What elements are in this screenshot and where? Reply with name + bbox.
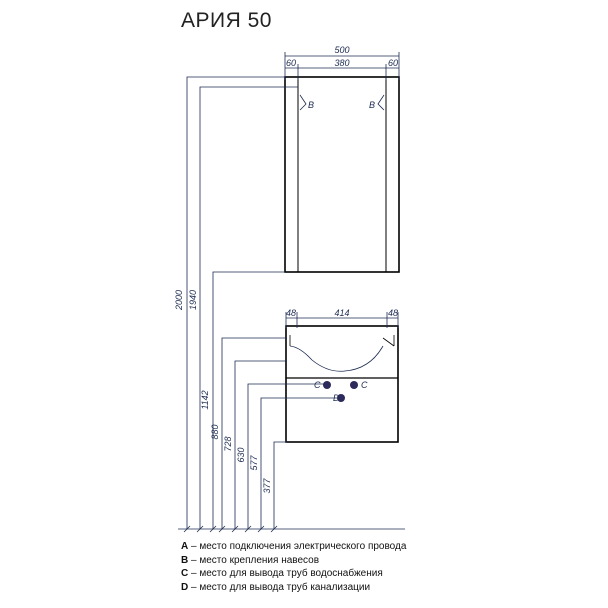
height-line-377 — [273, 441, 287, 529]
height-line-630 — [247, 383, 324, 529]
height-line-880 — [221, 337, 287, 529]
marker-d-dot — [337, 394, 345, 402]
marker-b-right: B — [369, 100, 375, 110]
wall-cabinet — [284, 76, 400, 273]
marker-c-left: C — [314, 380, 321, 390]
legend-item-b: B – место крепления навесов — [181, 554, 320, 566]
height-577: 577 — [249, 455, 259, 471]
marker-c-right: C — [361, 380, 368, 390]
height-1940: 1940 — [188, 290, 198, 310]
dim-cabinet-left: 60 — [286, 58, 296, 68]
marker-b-left: B — [308, 100, 314, 110]
height-377: 377 — [262, 478, 272, 494]
legend: A – место подключения электрического про… — [181, 540, 406, 594]
legend-item-c: C – место для вывода труб водоснабжения — [181, 568, 383, 579]
dim-vanity-right: 48 — [388, 308, 398, 318]
basin-rim — [382, 337, 395, 347]
floor-ticks — [183, 525, 278, 533]
legend-item-d: D – место для вывода труб канализации — [181, 581, 371, 593]
height-880: 880 — [210, 424, 220, 439]
height-line-2000 — [186, 76, 285, 529]
hanger-right-icon — [377, 94, 385, 111]
height-630: 630 — [236, 447, 246, 462]
diagram-title: АРИЯ 50 — [181, 9, 272, 32]
dim-vanity-left: 48 — [286, 308, 296, 318]
height-line-1940 — [199, 86, 298, 529]
height-line-577 — [260, 397, 337, 529]
height-2000: 2000 — [174, 290, 184, 311]
legend-item-a: A – место подключения электрического про… — [181, 541, 407, 552]
dim-cabinet-middle: 380 — [334, 58, 349, 68]
marker-c-right-dot — [350, 381, 358, 389]
dim-cabinet-right: 60 — [388, 58, 398, 68]
height-1142: 1142 — [200, 390, 210, 409]
height-line-1142 — [212, 271, 285, 529]
hanger-left-icon — [299, 94, 307, 111]
height-line-728 — [234, 360, 287, 529]
marker-c-left-dot — [323, 381, 331, 389]
dim-cabinet-total: 500 — [334, 45, 349, 55]
dim-vanity-middle: 414 — [334, 308, 349, 318]
basin-bowl — [289, 345, 384, 372]
height-728: 728 — [223, 436, 233, 451]
